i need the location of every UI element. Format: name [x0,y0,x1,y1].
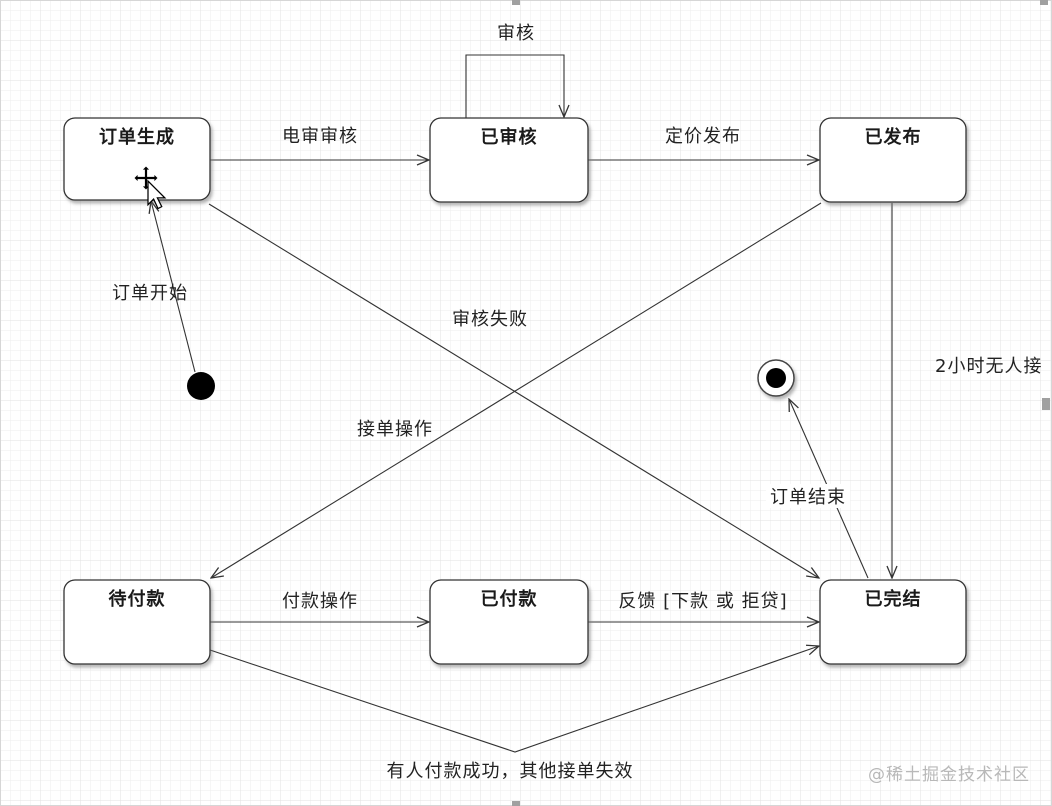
final-state-bullseye[interactable] [757,359,795,397]
state-label: 待付款 [109,588,166,610]
edge-label[interactable]: 付款操作 [282,591,358,612]
edge-line[interactable] [208,203,819,578]
state-box[interactable] [429,579,589,665]
edge-label[interactable]: 订单开始 [112,283,188,304]
state-box[interactable] [63,579,211,665]
transition-review-self-loop[interactable]: 审核 [465,23,564,118]
initial-state-dot[interactable] [187,372,215,400]
transition-e-review[interactable]: 电审审核 [210,126,429,160]
watermark: @稀土掘金技术社区 [868,765,1030,785]
edge-line[interactable] [151,201,196,373]
transition-price-publish[interactable]: 定价发布 [588,126,819,160]
final-state-inner-dot[interactable] [766,368,786,388]
edge-label[interactable]: 审核失败 [452,309,528,330]
state-label: 订单生成 [99,126,175,148]
edge-label[interactable]: 定价发布 [665,126,741,147]
transition-review-failed[interactable]: 审核失败 [208,203,819,578]
state-completed[interactable]: 已完结 [819,579,967,665]
state-box[interactable] [819,579,967,665]
state-box[interactable] [819,117,967,203]
arrow-pointer-icon [147,179,167,210]
resize-handle-right[interactable] [1042,398,1050,410]
edge-line[interactable] [209,646,819,753]
transition-accept-order[interactable]: 接单操作 [211,202,822,578]
edge-line[interactable] [465,54,564,118]
transition-order-start[interactable]: 订单开始 [112,201,196,373]
edge-label[interactable]: 有人付款成功，其他接单失效 [387,761,634,782]
edge-line[interactable] [211,202,822,578]
edge-label[interactable]: 接单操作 [357,419,433,440]
resize-handle-top[interactable] [512,0,520,5]
state-awaiting-payment[interactable]: 待付款 [63,579,211,665]
state-label: 已发布 [865,126,922,148]
transition-feedback[interactable]: 反馈 [下款 或 拒贷] [588,591,819,622]
move-cursor-icon [133,165,159,191]
state-label: 已付款 [481,588,538,610]
edge-label[interactable]: 订单结束 [770,487,846,508]
edge-label[interactable]: 电审审核 [282,126,358,147]
edge-label[interactable]: 反馈 [下款 或 拒贷] [618,591,787,612]
resize-handle-bottom[interactable] [512,801,520,806]
edge-label[interactable]: 审核 [497,23,535,44]
edge-label[interactable]: 2小时无人接 [935,356,1042,377]
state-label: 已完结 [865,588,922,610]
resize-handle-top-right[interactable] [1040,0,1048,5]
state-reviewed[interactable]: 已审核 [429,117,589,203]
state-box[interactable] [63,117,211,201]
state-order-created[interactable]: 订单生成 [63,117,211,201]
transition-unaccepted-2h[interactable]: 2小时无人接 [892,203,1042,578]
transition-payment[interactable]: 付款操作 [210,591,429,622]
state-box[interactable] [429,117,589,203]
state-paid[interactable]: 已付款 [429,579,589,665]
edge-label-background [766,484,850,508]
transition-other-paid[interactable]: 有人付款成功，其他接单失效 [209,646,819,782]
state-published[interactable]: 已发布 [819,117,967,203]
state-label: 已审核 [481,126,538,148]
transition-order-end[interactable]: 订单结束 [766,399,869,579]
